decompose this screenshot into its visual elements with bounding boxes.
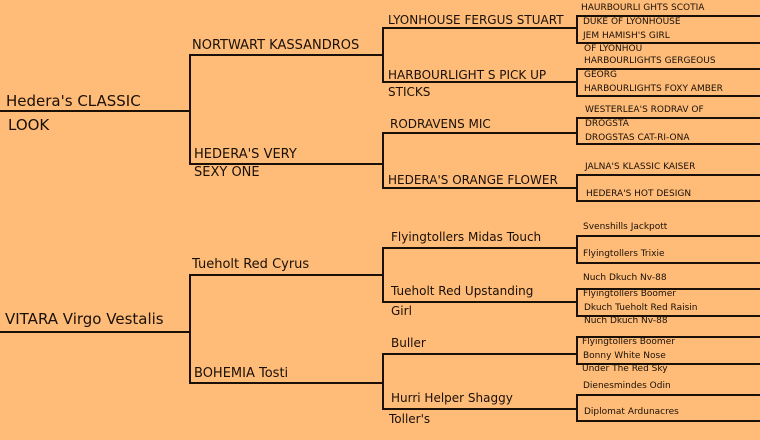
line <box>576 288 578 317</box>
root-dog-name: Hedera's CLASSIC <box>6 92 141 110</box>
line <box>576 336 760 338</box>
line <box>189 54 384 56</box>
great-grandparent-name: Under The Red Sky <box>582 364 668 374</box>
grandparent-name: Buller <box>391 336 426 350</box>
line <box>576 117 760 119</box>
line <box>576 68 578 97</box>
line <box>576 420 760 422</box>
line <box>576 235 760 237</box>
great-grandparent-name: HARBOURLIGHTS GERGEOUS <box>584 56 716 66</box>
line <box>189 274 191 384</box>
great-grandparent-name: Flyingtollers Boomer <box>582 337 675 347</box>
line <box>382 247 578 249</box>
line <box>382 132 578 134</box>
line <box>189 54 191 165</box>
dam-name: HEDERA'S VERY <box>194 147 297 162</box>
great-grandparent-name: Dienesmindes Odin <box>583 381 671 391</box>
line <box>576 15 578 44</box>
line <box>189 274 384 276</box>
grandparent-name: HEDERA'S ORANGE FLOWER <box>388 173 558 187</box>
great-grandparent-name: WESTERLEA'S RODRAV OF <box>585 105 704 115</box>
line <box>576 42 760 44</box>
line <box>382 408 578 410</box>
line <box>576 200 760 202</box>
grandparent-name: Hurri Helper Shaggy <box>391 391 513 405</box>
line <box>0 331 191 333</box>
great-grandparent-name: DROGSTAS CAT-RI-ONA <box>585 133 690 143</box>
great-grandparent-name: Svenshills Jackpott <box>583 222 668 232</box>
great-grandparent-name: Diplomat Ardunacres <box>584 407 679 417</box>
line <box>382 301 578 303</box>
line <box>576 394 578 422</box>
grandparent-name: Girl <box>391 304 412 318</box>
line <box>576 174 578 202</box>
line <box>576 235 578 264</box>
sire-name: NORTWART KASSANDROS <box>192 38 360 53</box>
grandparent-name: LYONHOUSE FERGUS STUART <box>388 13 564 27</box>
grandparent-name: HARBOURLIGHT S PICK UP <box>388 68 547 82</box>
line <box>576 117 578 145</box>
line <box>382 27 578 29</box>
great-grandparent-name: HAURBOURLI GHTS SCOTIA <box>581 3 705 13</box>
line <box>576 15 760 17</box>
great-grandparent-name: Flyingtollers Trixie <box>583 249 665 259</box>
great-grandparent-name: Nuch Dkuch Nv-88 <box>584 316 668 326</box>
grandparent-name: STICKS <box>388 85 431 99</box>
line <box>576 336 578 365</box>
line <box>382 132 384 189</box>
line <box>382 247 384 303</box>
line <box>576 95 760 97</box>
great-grandparent-name: DUKE OF LYONHOUSE <box>583 17 681 27</box>
great-grandparent-name: Flyingtollers Boomer <box>583 289 676 299</box>
great-grandparent-name: DROGSTA <box>585 119 629 129</box>
dam-name: SEXY ONE <box>194 165 260 180</box>
great-grandparent-name: JEM HAMISH'S GIRL <box>583 31 670 41</box>
line <box>189 163 384 165</box>
great-grandparent-name: OF LYONHOU <box>584 44 643 54</box>
line <box>189 382 384 384</box>
great-grandparent-name: Nuch Dkuch Nv-88 <box>583 273 667 283</box>
root-dog-name: VITARA Virgo Vestalis <box>5 310 164 328</box>
line <box>0 110 191 112</box>
line <box>576 262 760 264</box>
sire-name: Tueholt Red Cyrus <box>192 257 310 272</box>
line <box>576 363 760 365</box>
line <box>576 315 760 317</box>
line <box>382 187 578 189</box>
line <box>576 68 760 70</box>
line <box>576 174 760 176</box>
line <box>382 27 384 83</box>
great-grandparent-name: Bonny White Nose <box>583 351 666 361</box>
root-dog-name: LOOK <box>8 116 50 134</box>
line <box>576 143 760 145</box>
grandparent-name: Flyingtollers Midas Touch <box>391 230 542 244</box>
line <box>382 353 578 355</box>
grandparent-name: Toller's <box>389 412 431 426</box>
line <box>576 394 760 396</box>
great-grandparent-name: GEORG <box>584 70 617 80</box>
grandparent-name: Tueholt Red Upstanding <box>391 284 534 298</box>
dam-name: BOHEMIA Tosti <box>194 366 289 381</box>
line <box>576 288 760 290</box>
line <box>382 353 384 410</box>
line <box>382 81 578 83</box>
great-grandparent-name: Dkuch Tueholt Red Raisin <box>584 303 698 313</box>
great-grandparent-name: JALNA'S KLASSIC KAISER <box>585 162 696 172</box>
great-grandparent-name: HEDERA'S HOT DESIGN <box>586 189 692 199</box>
grandparent-name: RODRAVENS MIC <box>390 117 491 131</box>
great-grandparent-name: HARBOURLIGHTS FOXY AMBER <box>584 84 723 94</box>
